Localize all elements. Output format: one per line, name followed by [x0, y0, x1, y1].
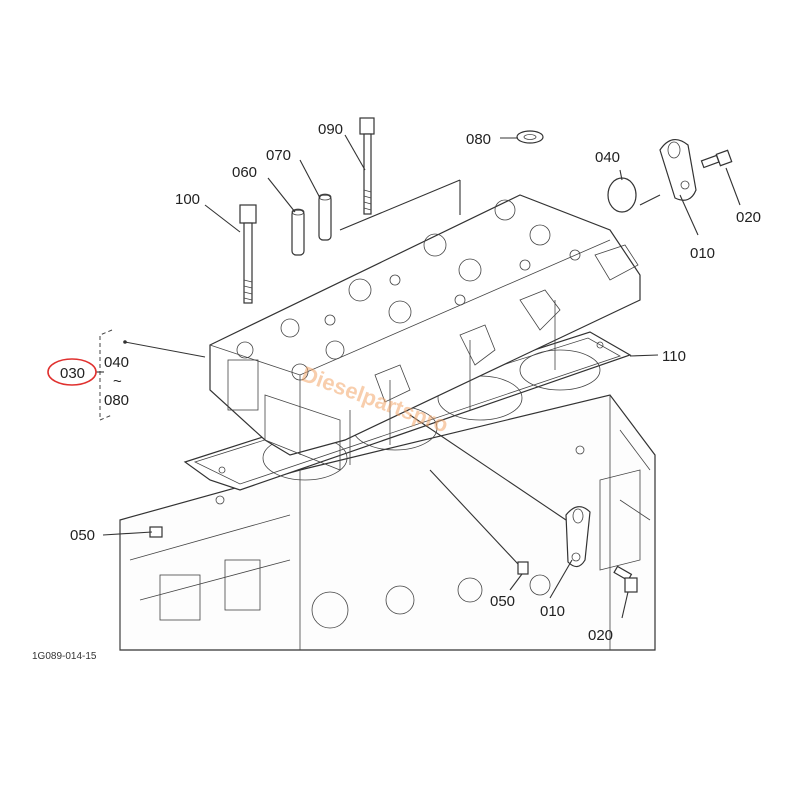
drawing-code: 1G089-014-15	[32, 651, 97, 662]
hanger-010-top	[659, 139, 697, 201]
callout-020-top: 020	[736, 209, 761, 226]
callout-070: 070	[266, 147, 291, 164]
callout-060: 060	[232, 164, 257, 181]
valve-guide-070	[318, 193, 332, 241]
callout-100: 100	[175, 191, 200, 208]
callout-010-bottom: 010	[540, 603, 565, 620]
callout-020-bottom: 020	[588, 627, 613, 644]
callout-080: 080	[466, 131, 491, 148]
engine-block	[119, 394, 656, 651]
plug-040	[607, 177, 637, 213]
hanger-010-bottom	[565, 506, 591, 568]
callout-110: 110	[662, 348, 686, 365]
bolt-020-bottom	[613, 565, 638, 593]
bolt-020-top	[700, 149, 733, 169]
highlight-circle-030	[47, 358, 97, 386]
callout-050-left: 050	[70, 527, 95, 544]
head-bolt-090	[359, 117, 375, 215]
range-bracket-030	[96, 329, 113, 421]
callout-040-range: 040	[104, 354, 129, 371]
callout-030: 030	[60, 365, 85, 382]
callout-040-plug: 040	[595, 149, 620, 166]
callout-010-top: 010	[690, 245, 715, 262]
callout-labels: 030 040 ~ 080 090 080 070 060 100 040 02…	[47, 121, 761, 644]
callout-050-bottom: 050	[490, 593, 515, 610]
range-tilde: ~	[113, 373, 122, 390]
stud-100	[239, 204, 257, 304]
cylinder-head	[209, 194, 641, 471]
callout-080-range: 080	[104, 392, 129, 409]
leader-lines	[102, 134, 741, 619]
callout-090: 090	[318, 121, 343, 138]
seal-080	[516, 130, 544, 144]
valve-guide-060	[291, 208, 305, 256]
plug-050-bottom	[517, 561, 529, 575]
